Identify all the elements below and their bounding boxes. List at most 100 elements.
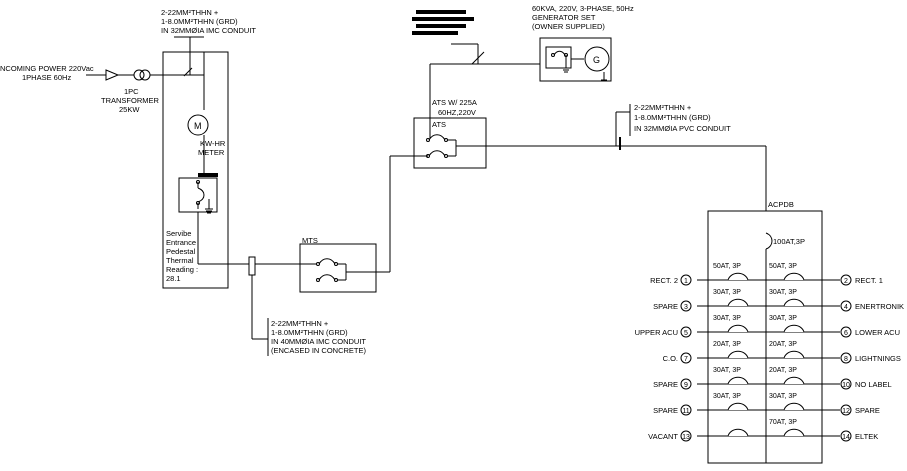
circuit-number-right: 8 (844, 356, 848, 363)
circuit-number-circle (680, 404, 692, 416)
circuit-number-circle (680, 352, 692, 364)
circuit-number-circle (680, 274, 692, 286)
circuit-number-circle (840, 274, 852, 286)
mts-label: MTS (302, 236, 318, 245)
breaker-left-icon (727, 402, 749, 411)
incoming-phase-label: 1PHASE 60Hz (22, 73, 71, 82)
right-breaker-rating: 50AT, 3P (769, 263, 797, 270)
incoming-arrow-icon (105, 69, 120, 81)
mts-box: MTS (299, 236, 390, 293)
pedestal-line-3: Pedestal (166, 247, 196, 256)
conduit-bottom-line4: (ENCASED IN CONCRETE) (271, 346, 367, 355)
breaker-right-icon (783, 272, 805, 281)
breaker-left-icon (727, 298, 749, 307)
pedestal-line-6: 28.1 (166, 274, 181, 283)
left-load-label: UPPER ACU (635, 328, 678, 337)
circuit-number-circle (680, 378, 692, 390)
ats-spec-line2: 60HZ,220V (438, 108, 476, 117)
conduit-bottom-line1: 2-22MM²THHN + (271, 319, 329, 328)
main-breaker-icon (765, 232, 773, 250)
right-load-label: NO LABEL (855, 380, 892, 389)
left-load-label: SPARE (653, 406, 678, 415)
circuit-number-circle (840, 430, 852, 442)
conduit-bottom-line3: IN 40MMØIA IMC CONDUIT (271, 337, 366, 346)
right-breaker-rating: 30AT, 3P (769, 393, 797, 400)
meter-label-line2: METER (198, 148, 225, 157)
left-breaker-rating: 30AT, 3P (713, 393, 741, 400)
service-entrance-text: Servibe Entrance Pedestal Thermal Readin… (166, 229, 198, 283)
left-breaker-rating: 20AT, 3P (713, 341, 741, 348)
redacted-label (412, 10, 474, 35)
breaker-icon (196, 180, 205, 209)
circuit-number-circle (680, 430, 692, 442)
right-load-label: LIGHTNINGS (855, 354, 901, 363)
right-load-label: ENERTRONIK (855, 302, 904, 311)
pedestal-line-5: Reading : (166, 265, 198, 274)
circuit-number-circle (680, 300, 692, 312)
circuit-number-circle (840, 326, 852, 338)
left-load-label: RECT. 2 (650, 276, 678, 285)
circuit-number-left: 9 (684, 382, 688, 389)
left-load-label: SPARE (653, 302, 678, 311)
circuit-number-right: 6 (844, 330, 848, 337)
incoming-power-group: NCOMING POWER 220Vac 1PHASE 60Hz 1PC TRA… (0, 64, 204, 114)
circuit-number-left: 3 (684, 304, 688, 311)
transformer-qty-label: 1PC (124, 87, 139, 96)
circuit-number-right: 10 (842, 382, 850, 389)
ats-spec-line3: ATS (432, 120, 446, 129)
left-breaker-rating: 50AT, 3P (713, 263, 741, 270)
circuit-number-right: 14 (842, 434, 850, 441)
circuit-number-circle (840, 404, 852, 416)
circuit-number-circle (840, 352, 852, 364)
ats-spec-line1: ATS W/ 225A (432, 98, 477, 107)
acpdb-title: ACPDB (768, 200, 794, 209)
generator-spec-line2: GENERATOR SET (532, 13, 596, 22)
transformer-name-label: TRANSFORMER (101, 96, 160, 105)
breaker-left-icon (727, 428, 749, 437)
right-load-label: SPARE (855, 406, 880, 415)
left-breaker-rating: 30AT, 3P (713, 315, 741, 322)
meter-icon (187, 114, 209, 136)
conduit-top-line2: 1-8.0MM²THHN (GRD) (161, 17, 238, 26)
meter-label-line1: KW-HR (200, 139, 226, 148)
bottom-conduit-note: 2-22MM²THHN + 1-8.0MM²THHN (GRD) IN 40MM… (267, 318, 367, 356)
ats-switch-icon (426, 134, 457, 158)
conduit-pvc-line3: IN 32MMØIA PVC CONDUIT (634, 124, 731, 133)
right-load-label: LOWER ACU (855, 328, 900, 337)
circuit-number-circle (840, 378, 852, 390)
right-load-label: RECT. 1 (855, 276, 883, 285)
circuit-number-right: 2 (844, 278, 848, 285)
conduit-top-line3: IN 32MMØIA IMC CONDUIT (161, 26, 256, 35)
circuit-number-circle (840, 300, 852, 312)
generator-box: G (539, 37, 612, 82)
right-load-label: ELTEK (855, 432, 878, 441)
transfer-switch-icon (316, 258, 347, 282)
right-breaker-rating: 20AT, 3P (769, 367, 797, 374)
circuit-number-circle (680, 326, 692, 338)
generator-spec-line1: 60KVA, 220V, 3-PHASE, 50Hz (532, 4, 634, 13)
ats-box: ATS W/ 225A 60HZ,220V ATS (413, 98, 766, 169)
main-breaker-rating: 100AT,3P (773, 237, 805, 246)
pvc-conduit-note: 2-22MM²THHN + 1-8.0MM²THHN (GRD) IN 32MM… (615, 103, 731, 150)
breaker-right-icon (783, 324, 805, 333)
right-breaker-rating: 70AT, 3P (769, 419, 797, 426)
top-conduit-note: 2-22MM²THHN + 1-8.0MM²THHN (GRD) IN 32MM… (161, 8, 256, 77)
circuit-number-left: 11 (682, 408, 689, 415)
ground-icon (205, 199, 213, 214)
transformer-icon (133, 69, 151, 81)
left-breaker-rating: 30AT, 3P (713, 289, 741, 296)
right-breaker-rating: 30AT, 3P (769, 289, 797, 296)
conduit-bottom-line2: 1-8.0MM²THHN (GRD) (271, 328, 348, 337)
circuit-number-left: 13 (682, 434, 690, 441)
left-breaker-rating: 30AT, 3P (713, 367, 741, 374)
pedestal-line-1: Servibe (166, 229, 191, 238)
generator-icon (584, 46, 610, 72)
right-breaker-rating: 30AT, 3P (769, 315, 797, 322)
generator-spec-line3: (OWNER SUPPLIED) (532, 22, 605, 31)
breaker-left-icon (727, 272, 749, 281)
breaker-right-icon (783, 428, 805, 437)
circuit-number-right: 12 (842, 408, 850, 415)
breaker-right-icon (783, 350, 805, 359)
